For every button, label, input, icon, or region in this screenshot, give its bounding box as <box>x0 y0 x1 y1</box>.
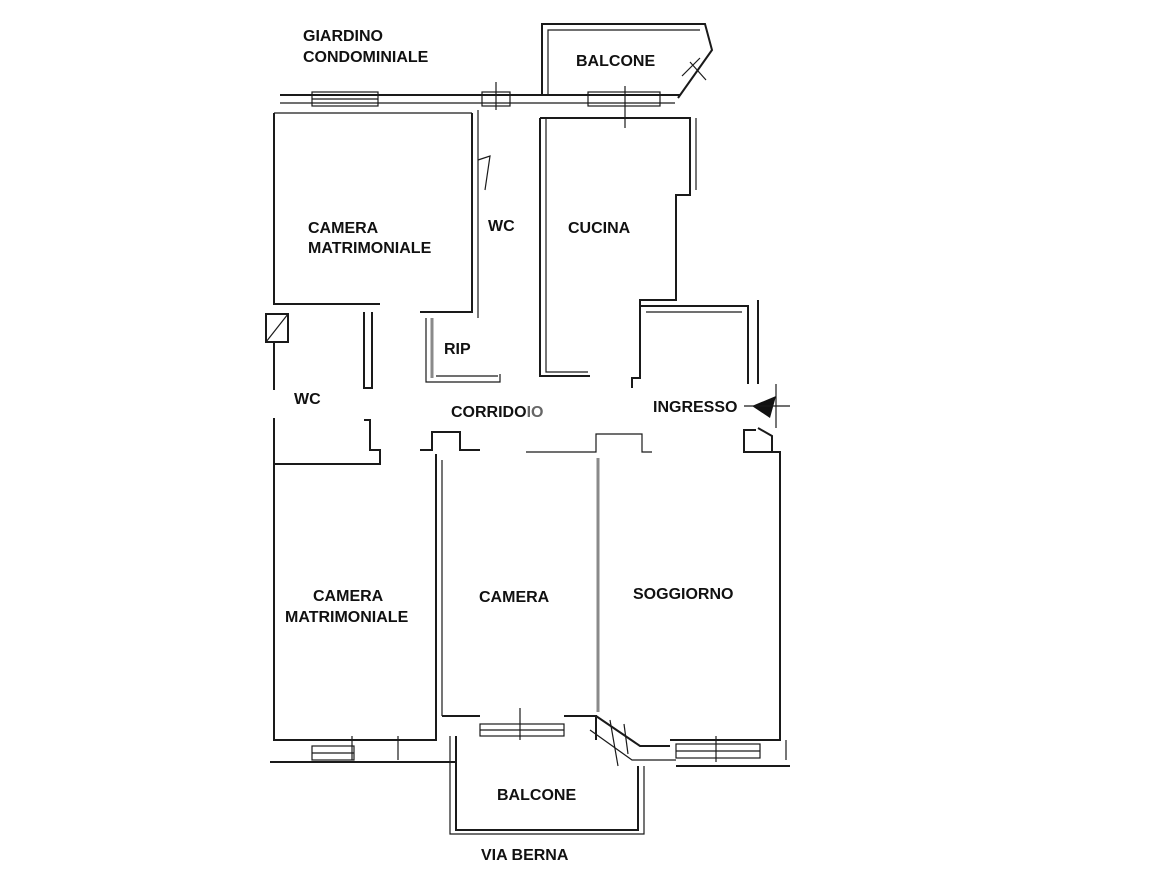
balcony-bottom-label: BALCONE <box>497 787 576 804</box>
living-room-label: SOGGIORNO <box>633 586 733 603</box>
master-bedroom-bottom-label-line1: CAMERA <box>313 588 384 605</box>
wc-left-walls <box>265 312 381 465</box>
corridor-walls <box>420 431 652 453</box>
wc-top-label: WC <box>488 218 515 235</box>
top-facade-walls <box>280 23 714 128</box>
corridor-label-main: CORRIDO <box>451 404 527 421</box>
balcony-bottom-walls <box>449 736 645 835</box>
master-bedroom-bottom-walls <box>270 454 456 763</box>
entrance-label: INGRESSO <box>653 399 737 416</box>
wc-left-label: WC <box>294 391 321 408</box>
corridor-label-tail: IO <box>527 404 544 421</box>
bedroom-label: CAMERA <box>479 589 550 606</box>
kitchen-walls <box>539 117 697 388</box>
living-room-walls <box>589 451 790 767</box>
master-bedroom-top-walls <box>273 110 491 318</box>
entrance-walls <box>640 300 790 453</box>
balcony-top-label: BALCONE <box>576 53 655 70</box>
kitchen-label: CUCINA <box>568 220 631 237</box>
master-bedroom-bottom-label-line2: MATRIMONIALE <box>285 609 409 626</box>
garden-label-line1: GIARDINO <box>303 28 383 45</box>
corridor-label: CORRIDOIO <box>451 404 543 421</box>
master-bedroom-top-label-line2: MATRIMONIALE <box>308 240 432 257</box>
storage-label: RIP <box>444 341 471 358</box>
storage-walls <box>425 318 501 383</box>
garden-label-line2: CONDOMINIALE <box>303 49 429 66</box>
master-bedroom-top-label-line1: CAMERA <box>308 220 379 237</box>
street-label: VIA BERNA <box>481 847 569 864</box>
